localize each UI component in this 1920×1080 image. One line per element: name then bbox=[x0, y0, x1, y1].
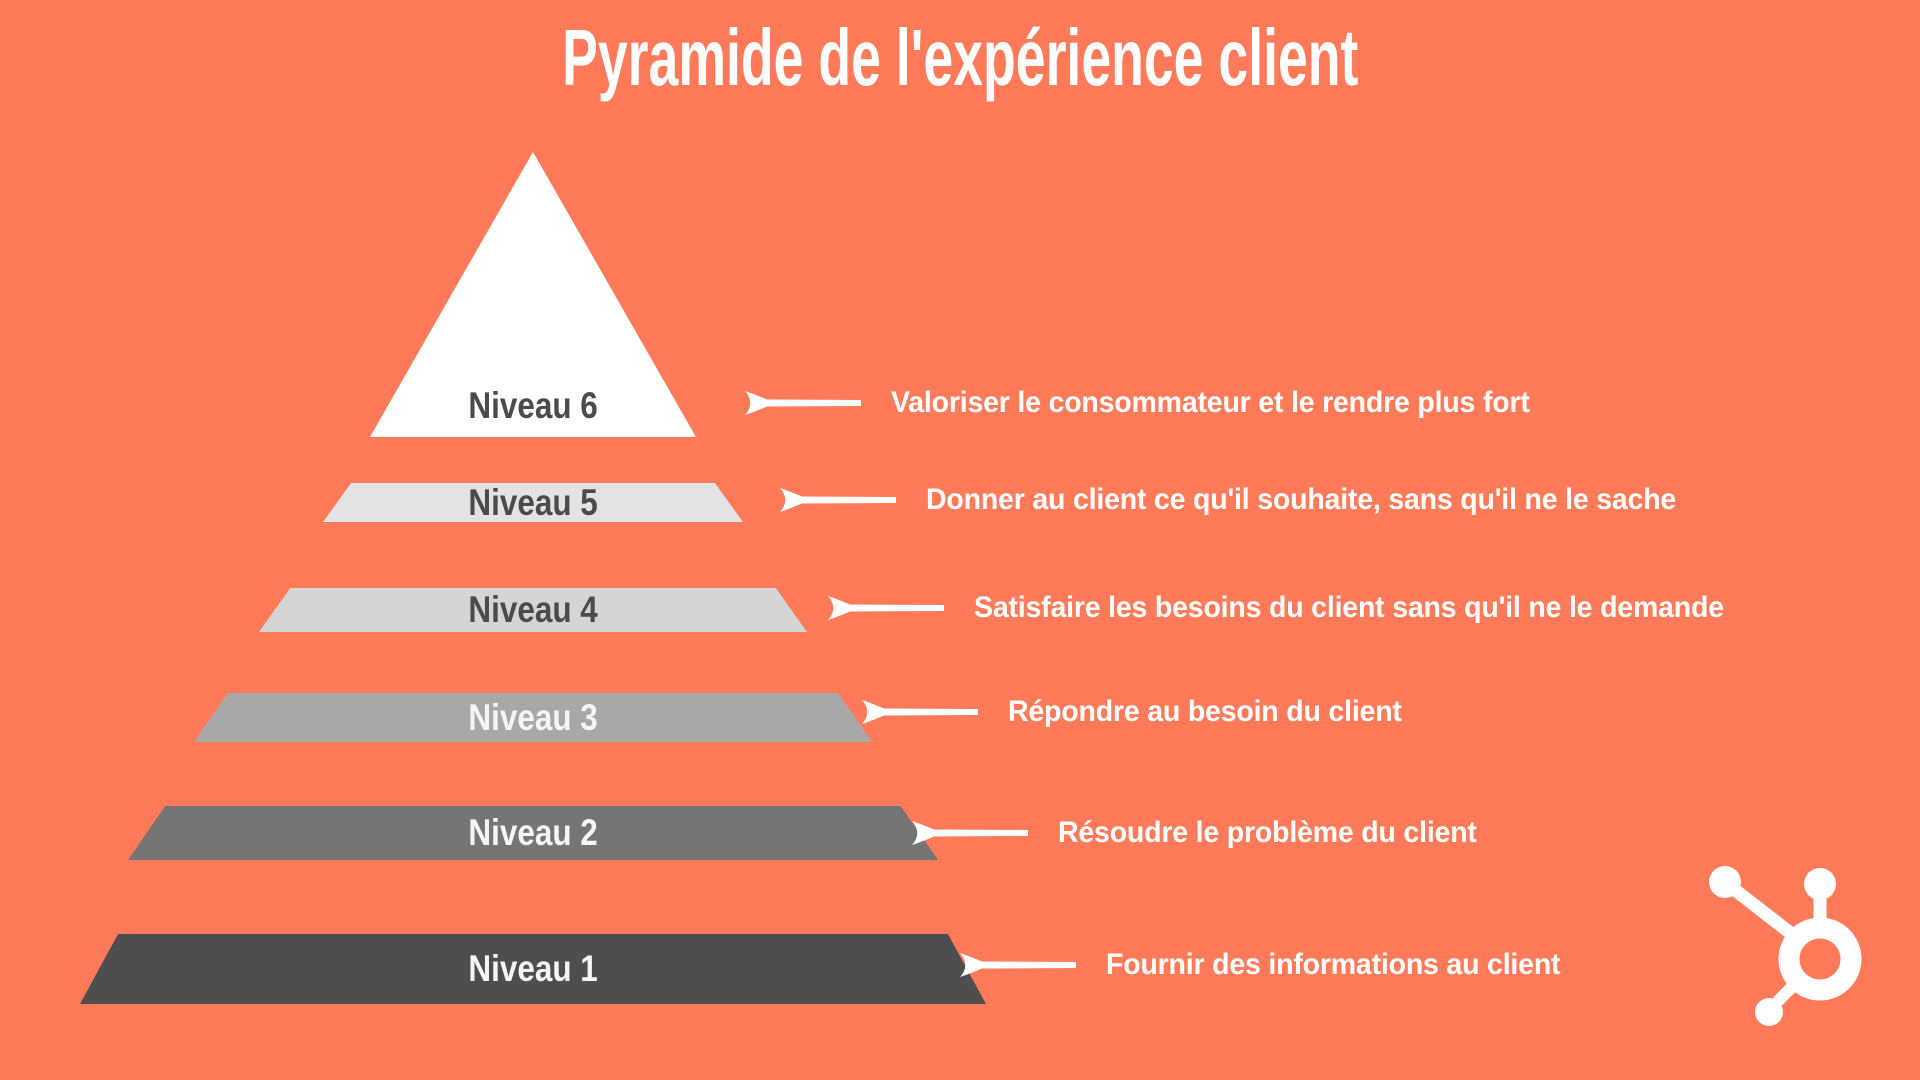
annotation-level-2: Résoudre le problème du client bbox=[912, 811, 1499, 855]
left-arrow-icon bbox=[780, 488, 896, 512]
page-title-text: Pyramide de l'expérience client bbox=[561, 13, 1359, 102]
pyramid-level-2: Niveau 2 bbox=[128, 806, 938, 860]
left-arrow-icon bbox=[828, 596, 944, 620]
annotation-level-1: Fournir des informations au client bbox=[960, 943, 1584, 987]
annotation-level-5: Donner au client ce qu'il souhaite, sans… bbox=[780, 478, 1716, 522]
hubspot-logo bbox=[1709, 866, 1862, 1026]
level-4-description: Satisfaire les besoins du client sans qu… bbox=[974, 591, 1724, 624]
left-arrow-icon bbox=[912, 821, 1028, 845]
level-5-description: Donner au client ce qu'il souhaite, sans… bbox=[926, 483, 1677, 516]
level-4-label: Niveau 4 bbox=[468, 589, 598, 630]
level-6-label: Niveau 6 bbox=[468, 385, 598, 426]
level-3-description: Répondre au besoin du client bbox=[1008, 695, 1402, 728]
left-arrow-icon bbox=[862, 700, 978, 724]
pyramid-level-5: Niveau 5 bbox=[323, 483, 743, 522]
pyramid-level-6: Niveau 6 bbox=[370, 152, 696, 437]
level-1-label: Niveau 1 bbox=[468, 948, 598, 989]
pyramid-level-3: Niveau 3 bbox=[194, 693, 872, 742]
level-5-label: Niveau 5 bbox=[468, 481, 598, 523]
level-2-description: Résoudre le problème du client bbox=[1058, 816, 1477, 849]
page-title: Pyramide de l'expérience client bbox=[0, 18, 1920, 98]
pyramid-level-1: Niveau 1 bbox=[80, 934, 986, 1004]
left-arrow-icon bbox=[745, 391, 861, 415]
pyramid-level-4: Niveau 4 bbox=[259, 588, 807, 632]
level-3-label: Niveau 3 bbox=[468, 696, 598, 738]
level-1-description: Fournir des informations au client bbox=[1106, 948, 1561, 981]
left-arrow-icon bbox=[960, 953, 1076, 977]
level-2-label: Niveau 2 bbox=[468, 812, 598, 853]
annotation-level-4: Satisfaire les besoins du client sans qu… bbox=[828, 586, 1763, 630]
level-6-description: Valoriser le consommateur et le rendre p… bbox=[891, 386, 1530, 419]
annotation-level-3: Répondre au besoin du client bbox=[862, 690, 1422, 734]
annotation-level-6: Valoriser le consommateur et le rendre p… bbox=[745, 381, 1563, 425]
